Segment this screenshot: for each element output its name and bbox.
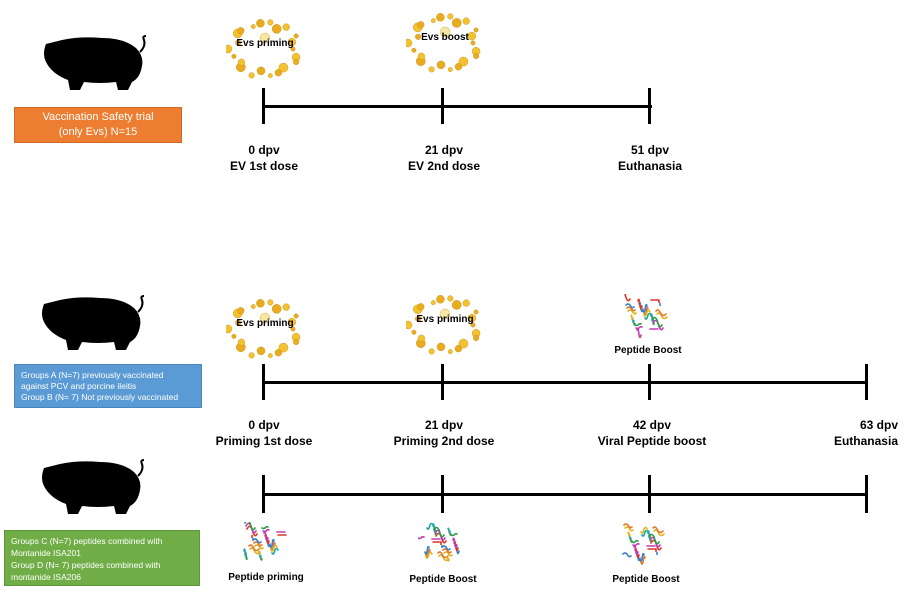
ev-cluster-icon: Evs priming xyxy=(223,296,304,362)
group-box-line: Group B (N= 7) Not previously vaccinated xyxy=(21,392,179,402)
dpv-label: 21 dpv xyxy=(424,418,463,432)
ev-cluster-label: Evs priming xyxy=(236,38,294,49)
timeline-tick xyxy=(865,364,868,400)
event-label: Priming 1st dose xyxy=(215,434,313,448)
groups-cd-box: Groups C (N=7) peptides combined with Mo… xyxy=(4,530,200,586)
timeline-tick xyxy=(648,364,651,400)
group-box-line: Groups C (N=7) peptides combined with xyxy=(11,536,163,546)
ev-cluster-label: Evs priming xyxy=(236,318,294,329)
pig-icon xyxy=(42,295,145,350)
timeline-2-label-0: 0 dpv Priming 1st dose xyxy=(216,417,313,449)
ev-cluster-label: Evs boost xyxy=(421,32,469,43)
dpv-label: 51 dpv xyxy=(630,143,669,157)
peptide-label: Peptide Boost xyxy=(614,345,682,356)
timeline-tick xyxy=(262,475,265,513)
event-label: EV 1st dose xyxy=(229,159,299,173)
groups-ab-box: Groups A (N=7) previously vaccinated aga… xyxy=(14,364,202,408)
event-label: Viral Peptide boost xyxy=(597,434,707,448)
group-box-line: Montanide ISA201 xyxy=(11,548,81,558)
group-box-line: Groups A (N=7) previously vaccinated xyxy=(21,370,164,380)
group-box-line: Vaccination Safety trial xyxy=(42,111,154,123)
timeline-1-label-1: 21 dpv EV 2nd dose xyxy=(408,142,480,174)
peptide-label: Peptide priming xyxy=(228,572,304,583)
dpv-label: 63 dpv xyxy=(859,418,898,432)
event-label: Priming 2nd dose xyxy=(393,434,495,448)
timeline-tick xyxy=(441,364,444,400)
timeline-2-label-1: 21 dpv Priming 2nd dose xyxy=(394,417,495,449)
dpv-label: 21 dpv xyxy=(424,143,463,157)
group-box-line: (only Evs) N=15 xyxy=(58,126,138,138)
timeline-tick xyxy=(441,88,444,124)
timeline-2-label-3: 63 dpv Euthanasia xyxy=(834,417,898,449)
event-label: Euthanasia xyxy=(833,434,898,448)
group-box-line: montanide ISA206 xyxy=(11,572,81,582)
group-box-line: against PCV and porcine ileitis xyxy=(21,381,137,391)
timeline-tick xyxy=(262,88,265,124)
timeline-tick xyxy=(865,475,868,513)
peptide-icon xyxy=(624,294,668,338)
timeline-3 xyxy=(263,493,867,496)
pig-icon xyxy=(44,35,147,90)
group-box-line: Group D (N= 7) peptides combined with xyxy=(11,560,161,570)
peptide-icon xyxy=(243,522,287,561)
peptide-icon xyxy=(418,522,460,562)
timeline-tick xyxy=(648,88,651,124)
event-label: EV 2nd dose xyxy=(407,159,481,173)
timeline-tick xyxy=(441,475,444,513)
event-label: Euthanasia xyxy=(617,159,683,173)
timeline-2-label-2: 42 dpv Viral Peptide boost xyxy=(598,417,706,449)
timeline-2 xyxy=(263,381,867,384)
dpv-label: 42 dpv xyxy=(632,418,671,432)
dpv-label: 0 dpv xyxy=(248,143,280,157)
peptide-label: Peptide Boost xyxy=(612,574,680,585)
timeline-tick xyxy=(648,475,651,513)
ev-cluster-icon: Evs priming xyxy=(403,292,484,358)
pig-icon xyxy=(42,459,145,514)
ev-cluster-label: Evs priming xyxy=(416,314,474,325)
peptide-label: Peptide Boost xyxy=(409,574,477,585)
timeline-1-label-2: 51 dpv Euthanasia xyxy=(618,142,682,174)
peptide-icon xyxy=(622,523,665,565)
timeline-tick xyxy=(262,364,265,400)
safety-trial-box: Vaccination Safety trial (only Evs) N=15 xyxy=(14,107,182,143)
ev-cluster-icon: Evs priming xyxy=(223,16,304,82)
timeline-1-label-0: 0 dpv EV 1st dose xyxy=(230,142,298,174)
dpv-label: 0 dpv xyxy=(248,418,280,432)
timeline-1 xyxy=(263,105,652,108)
ev-cluster-icon: Evs boost xyxy=(403,10,484,76)
